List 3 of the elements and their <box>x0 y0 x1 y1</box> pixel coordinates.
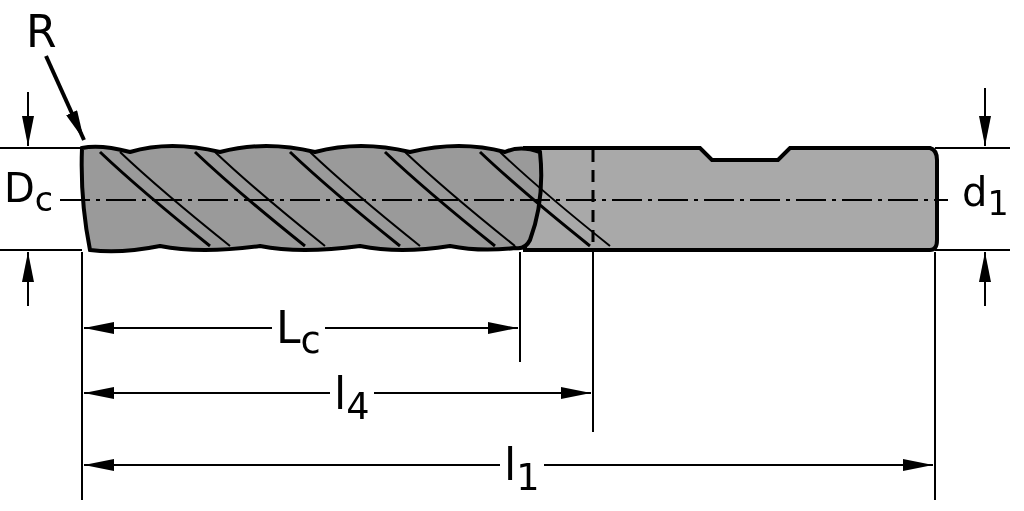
end-mill-drawing <box>59 144 949 254</box>
callout-letter: R <box>22 10 61 54</box>
leader-line <box>44 55 86 141</box>
